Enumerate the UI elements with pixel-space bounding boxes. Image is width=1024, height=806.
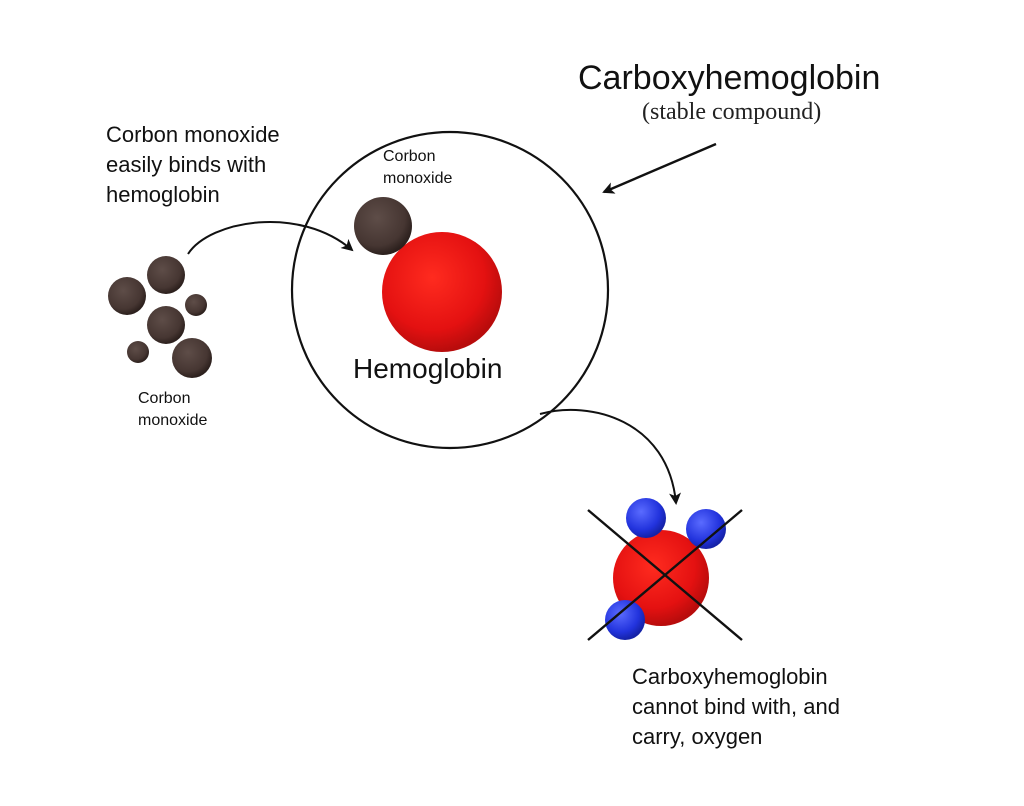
carbon-monoxide-molecule — [147, 306, 185, 344]
diagram-title: Carboxyhemoglobin — [578, 59, 881, 97]
result-arrow — [539, 408, 682, 505]
hemoglobin-label: Hemoglobin — [353, 353, 503, 384]
hemoglobin-molecule — [382, 232, 502, 352]
cross-out-line — [587, 509, 743, 641]
carbon-monoxide-cluster-label: Corbon monoxide — [138, 390, 208, 429]
oxygen-molecule — [686, 509, 726, 549]
carbon-monoxide-molecule — [108, 277, 146, 315]
diagram-subtitle: (stable compound) — [642, 99, 822, 125]
blocked-oxygen-binding — [587, 498, 743, 641]
binding-note: Corbon monoxide easily binds with hemogl… — [106, 122, 280, 207]
carbon-monoxide-molecule — [147, 256, 185, 294]
carbon-monoxide-molecule — [127, 341, 149, 363]
carbon-monoxide-molecule — [185, 294, 207, 316]
carbon-monoxide-cluster — [108, 256, 212, 378]
bound-carbon-monoxide-molecule — [354, 197, 412, 255]
binding-arrow — [187, 221, 354, 255]
result-note: Carboxyhemoglobin cannot bind with, and … — [632, 664, 840, 749]
carboxyhemoglobin-enclosure — [290, 130, 610, 450]
oxygen-molecule — [626, 498, 666, 538]
title-pointer-arrow — [602, 142, 717, 194]
bound-carbon-monoxide-label: Corbon monoxide — [383, 148, 453, 187]
carbon-monoxide-molecule — [172, 338, 212, 378]
oxygen-molecule — [605, 600, 645, 640]
